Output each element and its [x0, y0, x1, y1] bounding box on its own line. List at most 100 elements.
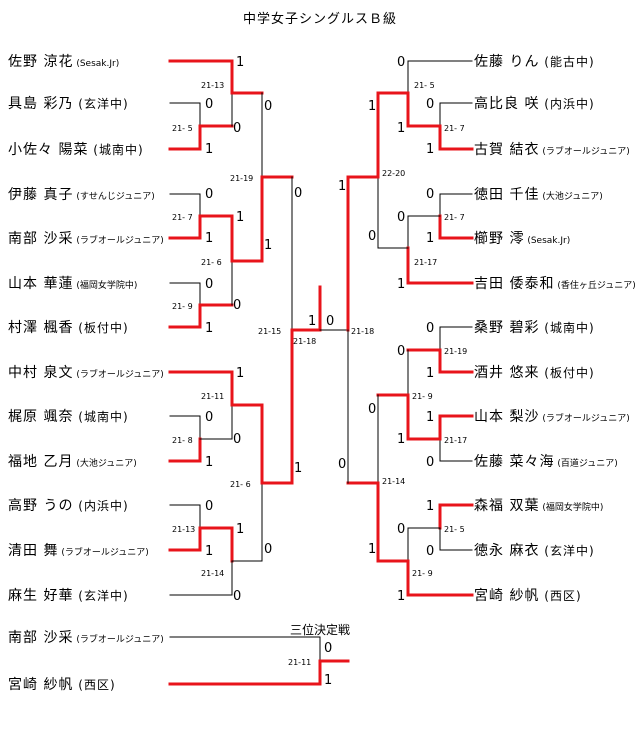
- player-name: 伊藤 真子: [8, 187, 74, 203]
- player-club: (板付中): [73, 321, 129, 335]
- game-count: 0: [426, 544, 434, 559]
- player-club: (玄洋中): [73, 97, 129, 111]
- game-count: 1: [205, 321, 213, 336]
- game-count: 1: [426, 499, 434, 514]
- game-count: 1: [397, 589, 405, 604]
- match-score: 21- 5: [444, 525, 465, 534]
- third-place-title: 三位決定戦: [290, 622, 350, 637]
- player-entry: 伊藤 真子 (すせんじジュニア): [8, 184, 155, 204]
- player-club: (城南中): [73, 410, 129, 424]
- player-club: (能古中): [539, 55, 595, 69]
- game-count: 1: [236, 522, 244, 537]
- game-count: 0: [324, 641, 332, 656]
- game-count: 1: [236, 210, 244, 225]
- player-name: 古賀 結衣: [474, 142, 540, 158]
- player-name: 福地 乙月: [8, 454, 74, 470]
- player-club: (福岡女学院中): [73, 281, 138, 291]
- player-club: (玄洋中): [73, 589, 129, 603]
- match-score: 21- 6: [201, 258, 222, 267]
- player-club: (西区): [539, 589, 582, 603]
- player-name: 山本 梨沙: [474, 409, 540, 425]
- game-count: 1: [426, 366, 434, 381]
- player-entry: 桑野 碧彩 (城南中): [474, 317, 595, 337]
- player-entry: 森福 双葉 (福岡女学院中): [474, 495, 603, 515]
- game-count: 0: [426, 455, 434, 470]
- game-count: 1: [338, 179, 346, 194]
- player-club: (すせんじジュニア): [73, 192, 155, 202]
- game-count: 0: [205, 499, 213, 514]
- player-club: (Sesak.Jr): [524, 236, 571, 246]
- game-count: 0: [326, 314, 334, 329]
- player-club: (ラブオールジュニア): [73, 370, 164, 380]
- player-entry: 中村 泉文 (ラブオールジュニア): [8, 362, 164, 382]
- player-entry: 酒井 悠来 (板付中): [474, 362, 595, 382]
- game-count: 1: [426, 410, 434, 425]
- match-score: 21-17: [444, 436, 467, 445]
- game-count: 0: [397, 344, 405, 359]
- game-count: 1: [368, 542, 376, 557]
- player-entry: 櫛野 澪 (Sesak.Jr): [474, 228, 570, 248]
- player-name: 高比良 咲: [474, 96, 540, 112]
- player-club: (ラブオールジュニア): [73, 635, 164, 645]
- game-count: 0: [264, 542, 272, 557]
- player-club: (福岡女学院中): [539, 503, 604, 513]
- player-club: (大池ジュニア): [73, 459, 137, 469]
- player-club: (玄洋中): [539, 544, 595, 558]
- game-count: 1: [397, 432, 405, 447]
- player-entry: 佐藤 りん (能古中): [474, 51, 595, 71]
- match-score: 21- 7: [444, 124, 465, 133]
- game-count: 0: [368, 402, 376, 417]
- player-name: 具島 彩乃: [8, 96, 74, 112]
- game-count: 0: [205, 97, 213, 112]
- game-count: 0: [426, 187, 434, 202]
- player-name: 清田 舞: [8, 543, 59, 559]
- player-club: (ラブオールジュニア): [539, 414, 630, 424]
- player-club: (大池ジュニア): [539, 192, 603, 202]
- game-count: 0: [205, 277, 213, 292]
- player-name: 酒井 悠来: [474, 365, 540, 381]
- match-score: 21-15: [258, 327, 281, 336]
- player-entry: 佐藤 菜々海 (百道ジュニア): [474, 451, 618, 471]
- player-name: 吉田 倭泰和: [474, 276, 555, 292]
- game-count: 1: [426, 142, 434, 157]
- player-name: 徳永 麻衣: [474, 543, 540, 559]
- player-club: (西区): [73, 678, 116, 692]
- match-score: 21- 9: [172, 302, 193, 311]
- game-count: 0: [426, 97, 434, 112]
- game-count: 1: [205, 455, 213, 470]
- player-club: (香住ヶ丘ジュニア): [554, 281, 636, 291]
- player-entry: 麻生 好華 (玄洋中): [8, 585, 129, 605]
- player-club: (内浜中): [73, 499, 129, 513]
- player-club: (城南中): [88, 143, 144, 157]
- match-score: 21- 5: [414, 81, 435, 90]
- player-entry: 古賀 結衣 (ラブオールジュニア): [474, 139, 630, 159]
- match-score: 21-18: [293, 337, 316, 346]
- player-name: 高野 うの: [8, 498, 74, 514]
- game-count: 1: [397, 121, 405, 136]
- player-entry: 高比良 咲 (内浜中): [474, 93, 595, 113]
- player-entry: 宮崎 紗帆 (西区): [8, 674, 116, 694]
- player-name: 徳田 千佳: [474, 187, 540, 203]
- game-count: 0: [233, 121, 241, 136]
- match-score: 21-14: [201, 569, 224, 578]
- player-entry: 清田 舞 (ラブオールジュニア): [8, 540, 149, 560]
- match-score: 21-17: [414, 258, 437, 267]
- player-name: 森福 双葉: [474, 498, 540, 514]
- player-name: 宮崎 紗帆: [8, 677, 74, 693]
- game-count: 1: [324, 673, 332, 688]
- match-score: 21-13: [201, 81, 224, 90]
- game-count: 0: [233, 589, 241, 604]
- game-count: 0: [338, 457, 346, 472]
- game-count: 0: [205, 410, 213, 425]
- player-name: 山本 華蓮: [8, 276, 74, 292]
- match-score: 21-11: [288, 658, 311, 667]
- player-club: (ラブオールジュニア): [58, 548, 149, 558]
- game-count: 0: [426, 321, 434, 336]
- game-count: 0: [233, 298, 241, 313]
- game-count: 0: [264, 99, 272, 114]
- game-count: 1: [308, 314, 316, 329]
- player-entry: 吉田 倭泰和 (香住ヶ丘ジュニア): [474, 273, 636, 293]
- player-name: 佐野 涼花: [8, 54, 74, 70]
- player-entry: 高野 うの (内浜中): [8, 495, 129, 515]
